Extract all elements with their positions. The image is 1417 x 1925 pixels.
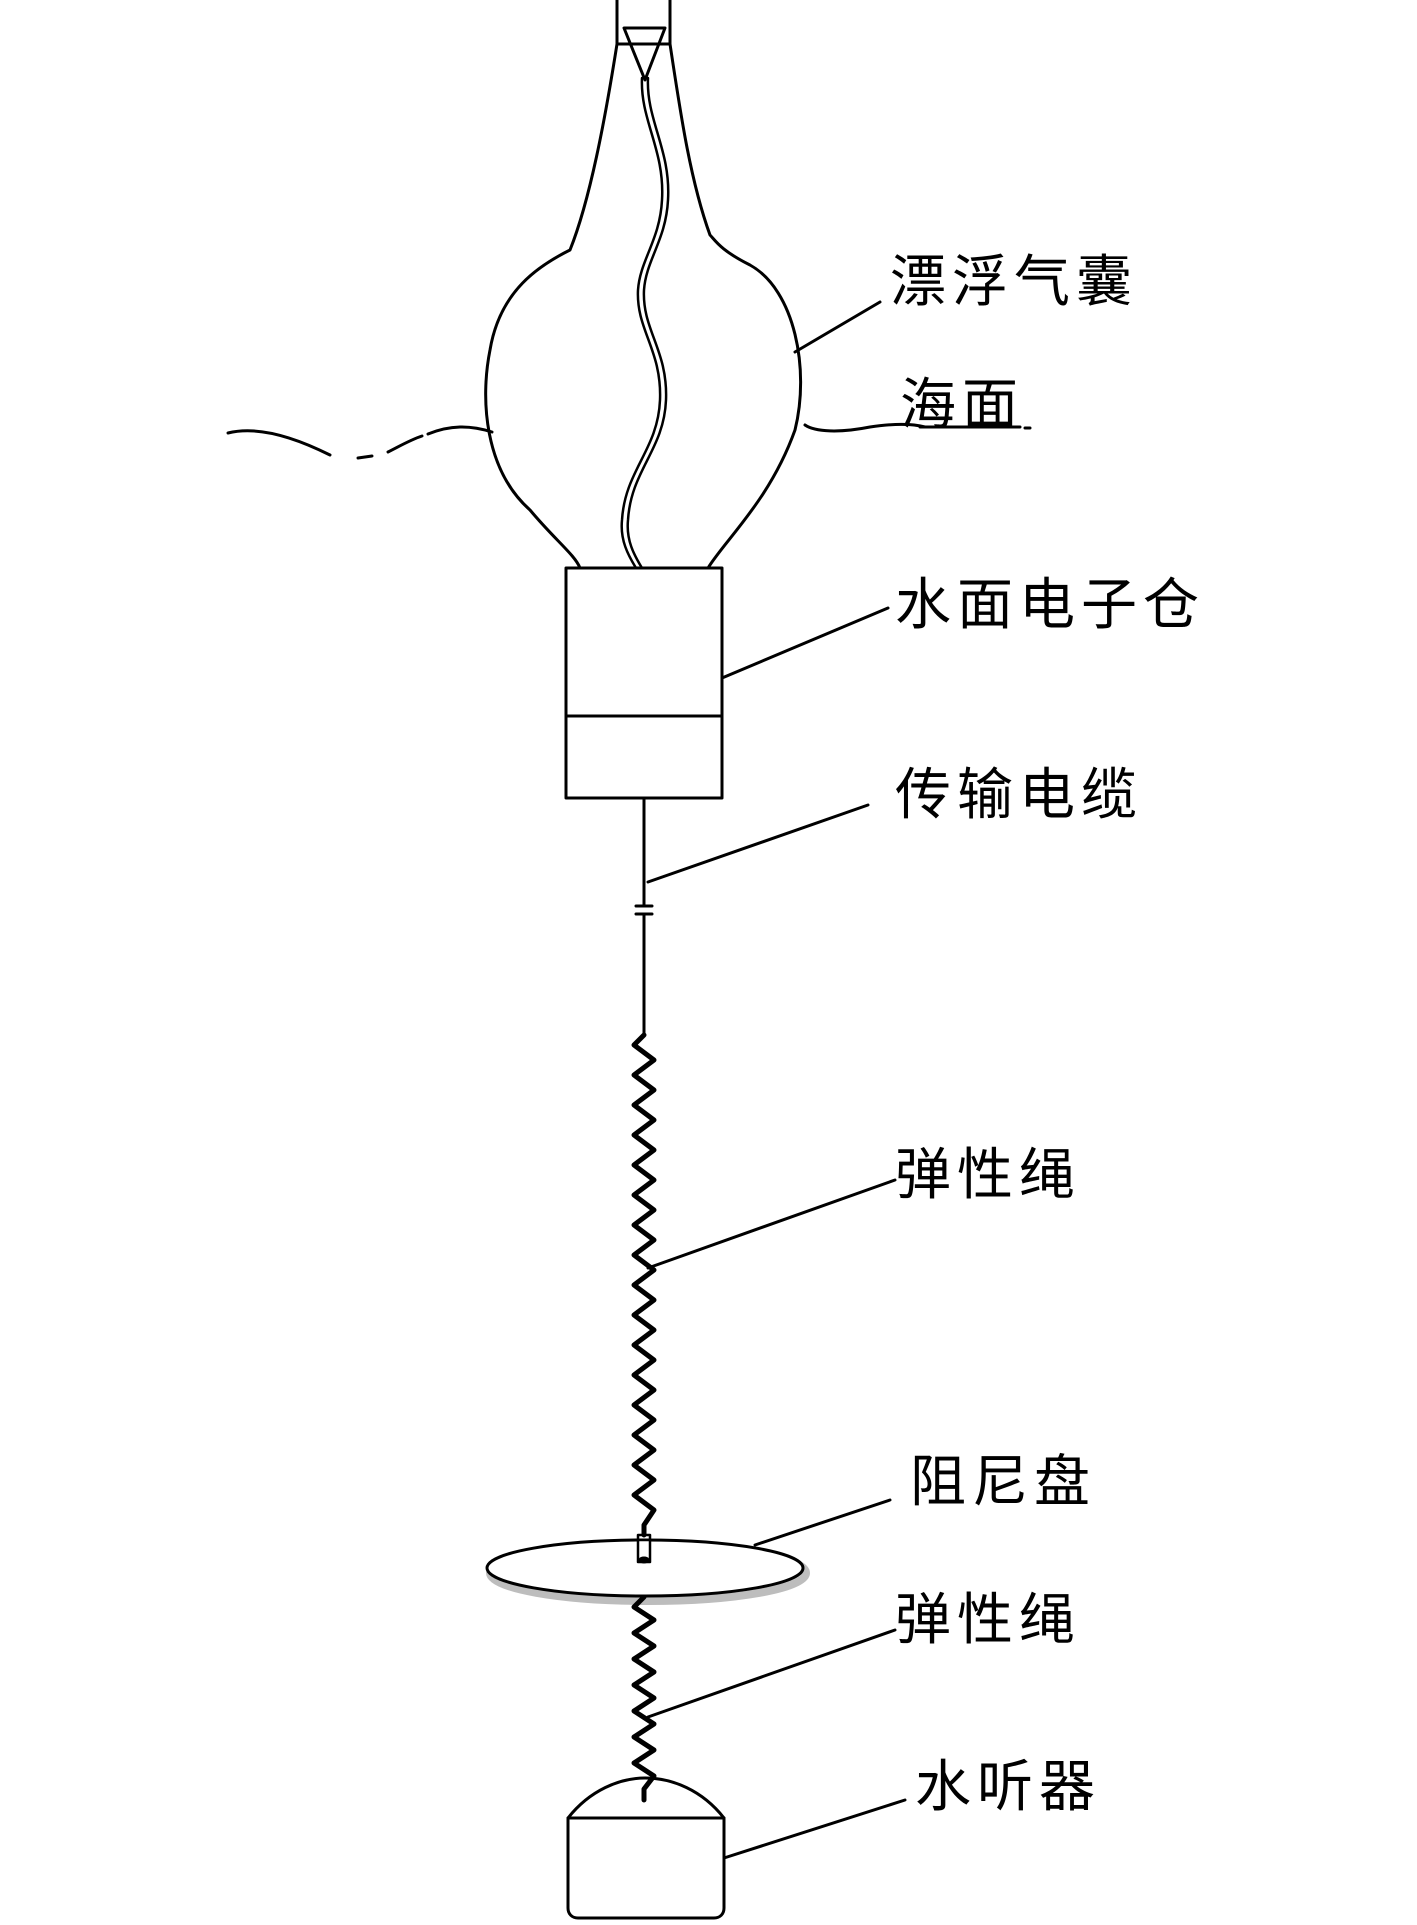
electronics-cabin-body [564, 566, 724, 800]
leader-cabin [720, 606, 890, 680]
elastic-rope-upper [631, 1032, 657, 1538]
leader-hydrophone [722, 1798, 907, 1860]
leader-disc [753, 1498, 892, 1547]
leader-rope-upper [646, 1178, 897, 1270]
sea-surface-right [803, 422, 927, 433]
elastic-rope-lower [631, 1594, 657, 1803]
label-airbag: 漂浮气囊 [890, 250, 1138, 315]
antenna-wire-2 [626, 76, 670, 570]
label-damping-disc: 阻尼盘 [910, 1450, 1096, 1515]
disc-connector-hole [638, 1556, 650, 1564]
antenna-wire-1 [620, 76, 664, 570]
sea-surface-left-dash [356, 425, 494, 460]
antenna-triangle [622, 26, 667, 82]
label-hydrophone: 水听器 [915, 1755, 1101, 1820]
leader-airbag [793, 300, 882, 354]
label-electronics-cabin: 水面电子仓 [895, 573, 1205, 638]
label-sea-surface: 海面 [900, 373, 1024, 438]
sea-label-underline [918, 425, 1032, 430]
label-elastic-rope-upper: 弹性绳 [895, 1143, 1081, 1208]
leader-rope-lower [646, 1628, 897, 1719]
label-cable: 传输电缆 [895, 763, 1143, 828]
sea-surface-left [226, 429, 332, 457]
label-elastic-rope-lower: 弹性绳 [895, 1588, 1081, 1653]
leader-cable [646, 803, 870, 884]
